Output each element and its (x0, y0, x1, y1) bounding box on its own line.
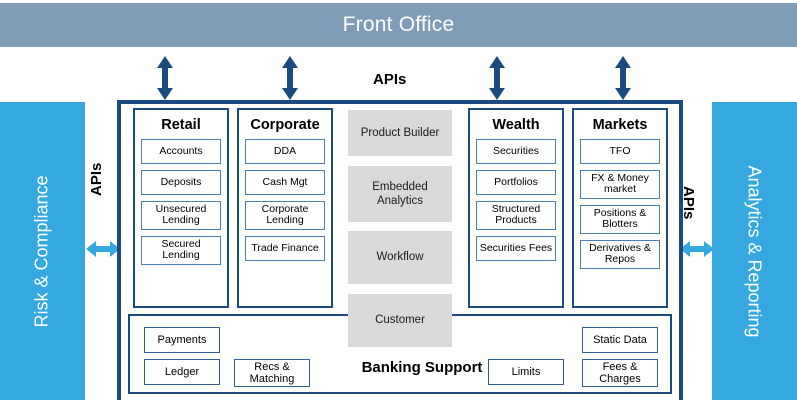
platform-service-product-builder[interactable]: Product Builder (348, 110, 452, 156)
risk-compliance-rail: Risk & Compliance (0, 102, 85, 400)
capability-chip[interactable]: Portfolios (476, 169, 556, 195)
support-chip-fees-charges[interactable]: Fees & Charges (582, 359, 658, 387)
capability-chip[interactable]: Unsecured Lending (141, 200, 221, 230)
column-title-wealth: Wealth (492, 117, 540, 133)
capability-chip[interactable]: FX & Money market (580, 169, 660, 199)
support-chip-limits[interactable]: Limits (488, 359, 564, 385)
capability-chip[interactable]: Derivatives & Repos (580, 239, 660, 269)
capability-chip[interactable]: Deposits (141, 169, 221, 195)
front-office-label: Front Office (342, 13, 455, 36)
capability-chip[interactable]: Positions & Blotters (580, 204, 660, 234)
service-label: Customer (375, 314, 425, 327)
business-column-retail[interactable]: Retail Accounts Deposits Unsecured Lendi… (133, 108, 229, 308)
support-chip-ledger[interactable]: Ledger (144, 359, 220, 385)
analytics-reporting-label: Analytics & Reporting (745, 164, 765, 338)
platform-service-customer[interactable]: Customer (348, 294, 452, 347)
risk-compliance-label: Risk & Compliance (32, 174, 52, 328)
analytics-reporting-rail: Analytics & Reporting (712, 102, 797, 400)
service-label: Workflow (376, 251, 424, 264)
front-office-banner: Front Office (0, 3, 797, 47)
api-label-left: APIs (88, 162, 105, 196)
double-arrow-vertical-4 (614, 56, 632, 100)
service-label: Embedded Analytics (372, 180, 428, 207)
capability-chip[interactable]: DDA (245, 138, 325, 164)
capability-chip[interactable]: Trade Finance (245, 235, 325, 261)
double-arrow-vertical-3 (488, 56, 506, 100)
platform-service-workflow[interactable]: Workflow (348, 231, 452, 284)
service-label: Product Builder (360, 126, 440, 139)
banking-support-title: Banking Support (361, 359, 483, 376)
capability-chip[interactable]: Corporate Lending (245, 200, 325, 230)
support-chip-recs-matching[interactable]: Recs & Matching (234, 359, 310, 387)
double-arrow-vertical-2 (281, 56, 299, 100)
capability-chip[interactable]: TFO (580, 138, 660, 164)
capability-chip[interactable]: Structured Products (476, 200, 556, 230)
business-column-markets[interactable]: Markets TFO FX & Money market Positions … (572, 108, 668, 308)
capability-chip[interactable]: Cash Mgt (245, 169, 325, 195)
double-arrow-horizontal-right (680, 240, 714, 258)
double-arrow-horizontal-left (86, 240, 120, 258)
business-column-wealth[interactable]: Wealth Securities Portfolios Structured … (468, 108, 564, 308)
business-column-corporate[interactable]: Corporate DDA Cash Mgt Corporate Lending… (237, 108, 333, 308)
support-chip-payments[interactable]: Payments (144, 327, 220, 353)
double-arrow-vertical-1 (156, 56, 174, 100)
capability-chip[interactable]: Securities (476, 138, 556, 164)
support-chip-static-data[interactable]: Static Data (582, 327, 658, 353)
column-title-corporate: Corporate (250, 117, 320, 133)
column-title-markets: Markets (592, 117, 648, 133)
column-title-retail: Retail (161, 117, 201, 133)
capability-chip[interactable]: Securities Fees (476, 235, 556, 261)
platform-service-embedded-analytics[interactable]: Embedded Analytics (348, 166, 452, 222)
api-label-top: APIs (373, 71, 407, 88)
capability-chip[interactable]: Accounts (141, 138, 221, 164)
capability-chip[interactable]: Secured Lending (141, 235, 221, 265)
